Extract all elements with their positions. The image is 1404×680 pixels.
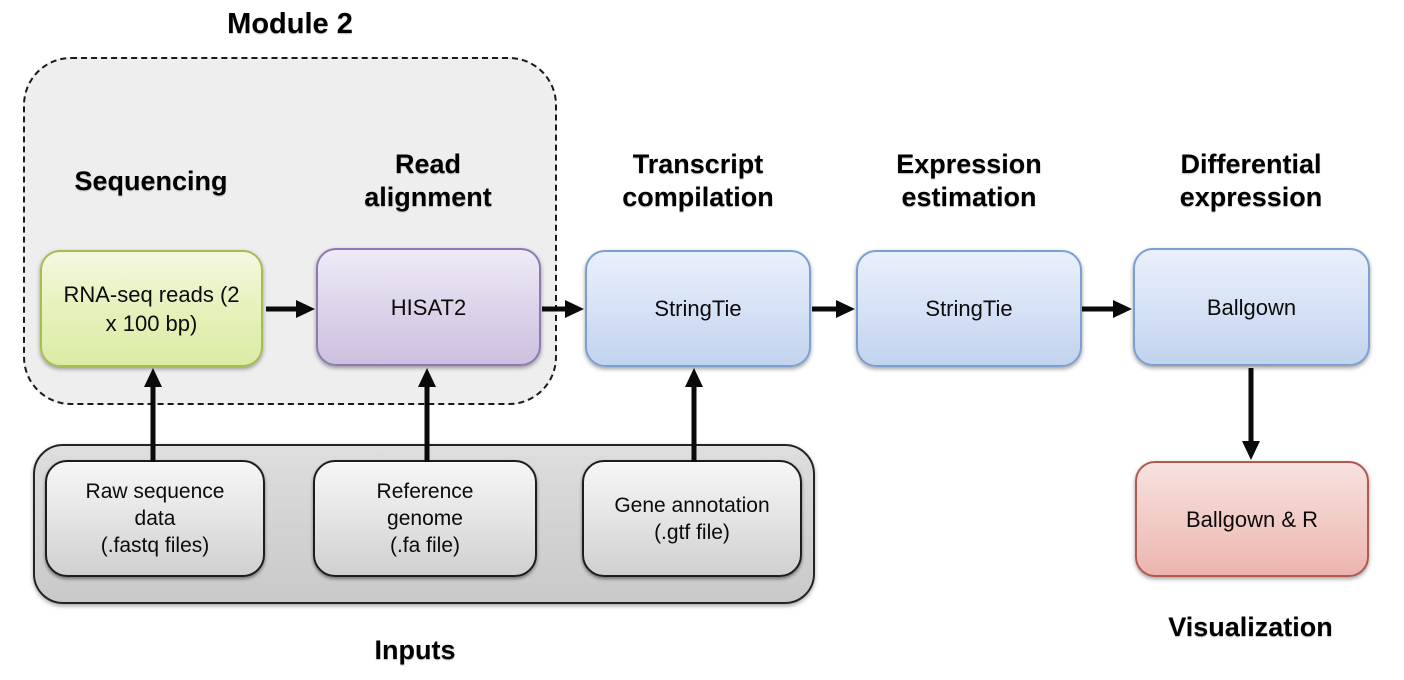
arrow-ballgown-to-visualization-icon: [1242, 368, 1260, 460]
arrow-stringtie-to-ballgown-icon: [1082, 300, 1132, 318]
arrow-stringtie-to-stringtie-icon: [812, 300, 855, 318]
stage-header-differential-expression: Differential expression: [1179, 149, 1323, 212]
node-reference-genome: Reference genome (.fa file): [313, 460, 537, 577]
visualization-label: Visualization: [1168, 612, 1333, 642]
node-ballgown-r: Ballgown & R: [1135, 461, 1369, 577]
module2-title: Module 2: [227, 8, 353, 40]
node-gene-annotation: Gene annotation (.gtf file): [582, 460, 802, 577]
stage-header-expression-estimation: Expression estimation: [896, 149, 1042, 212]
node-rnaseq-reads: RNA-seq reads (2 x 100 bp): [40, 250, 263, 367]
node-ballgown: Ballgown: [1133, 248, 1370, 366]
inputs-label: Inputs: [374, 635, 456, 665]
node-raw-sequence-data: Raw sequence data (.fastq files): [45, 460, 265, 577]
stage-header-transcript-compilation: Transcript compilation: [622, 149, 774, 212]
stage-header-read-alignment: Read alignment: [364, 149, 492, 212]
node-stringtie-estimate: StringTie: [856, 250, 1082, 367]
node-hisat2: HISAT2: [316, 248, 541, 366]
node-stringtie-compile: StringTie: [585, 250, 811, 367]
stage-header-sequencing: Sequencing: [74, 165, 228, 196]
